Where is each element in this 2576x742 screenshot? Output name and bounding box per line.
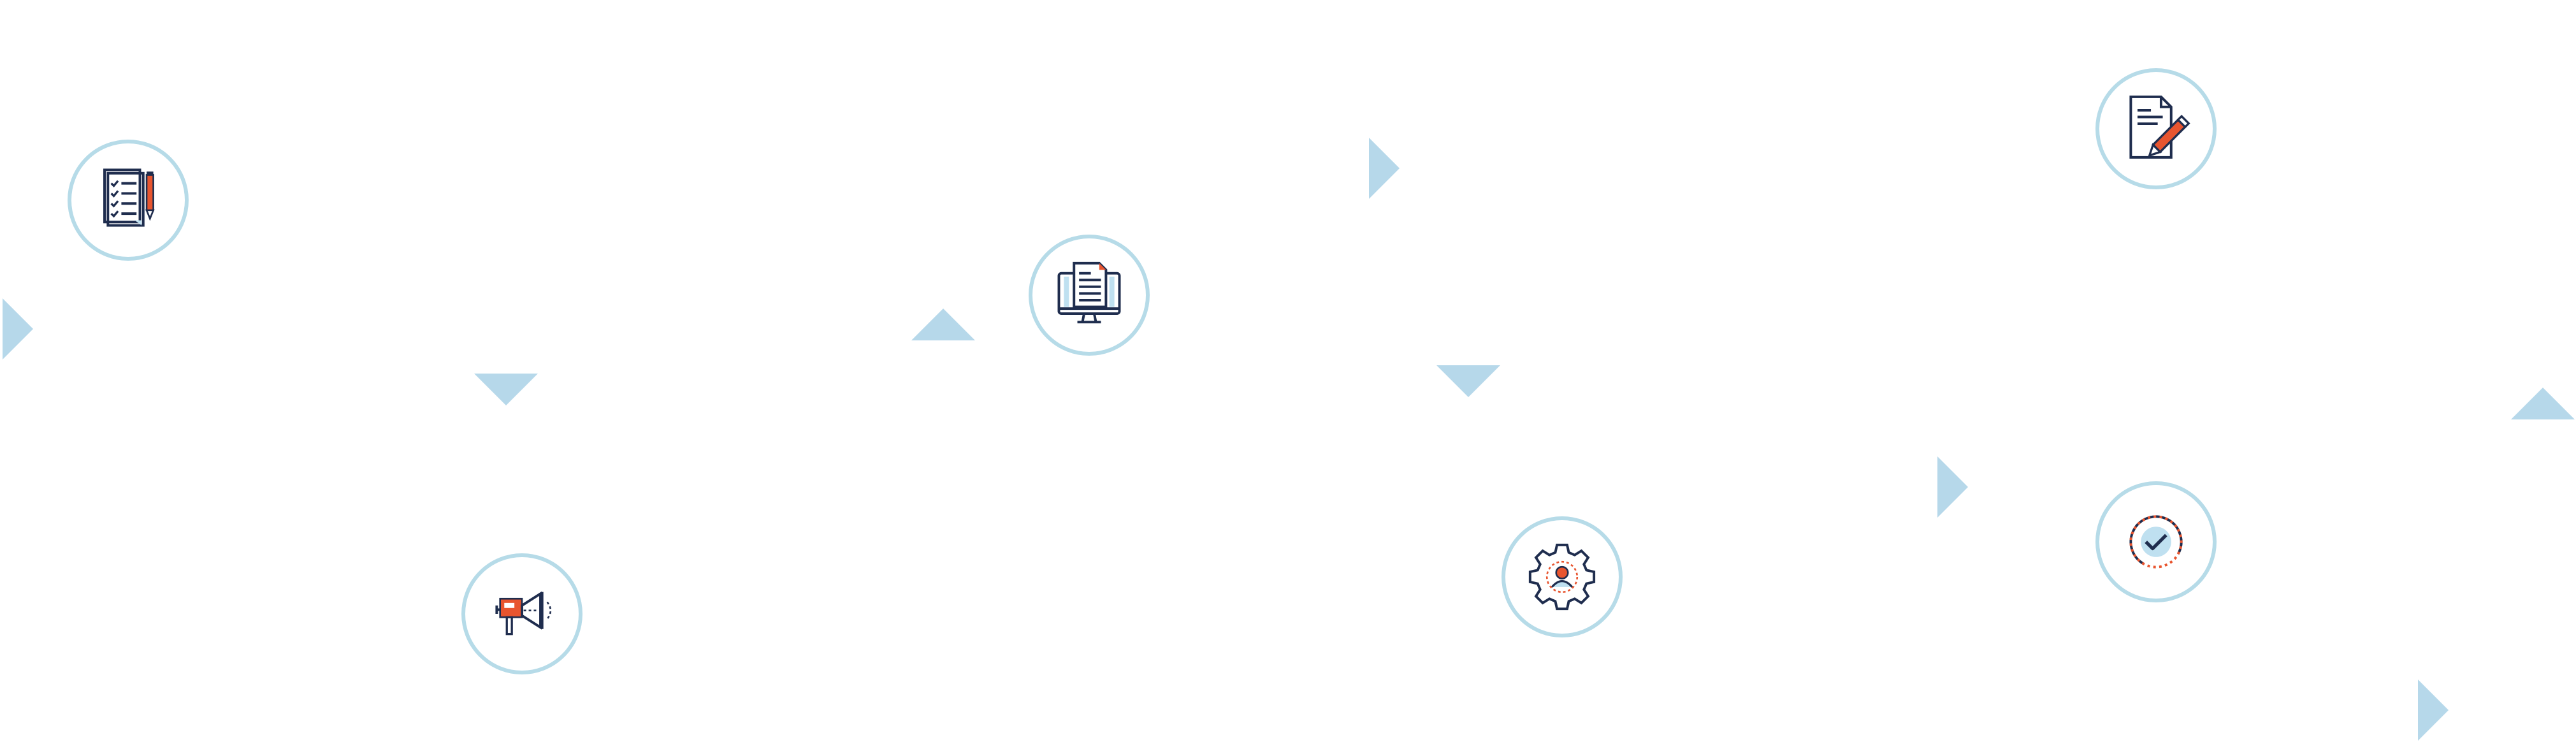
step-node-monitor-document [1029, 235, 1150, 356]
connector-arrow-right [1369, 138, 1400, 199]
step-node-document-edit [2095, 68, 2217, 189]
document-edit-pencil-icon [2129, 95, 2190, 159]
gear-with-user-icon [1528, 543, 1596, 611]
checkmark-circle-icon [2129, 515, 2183, 569]
step-node-megaphone [461, 553, 582, 674]
connector-arrow-right [2418, 680, 2449, 741]
step-node-gear-user [1501, 516, 1623, 637]
step-node-checkmark [2095, 481, 2217, 602]
step-node-checklist [68, 140, 189, 261]
connector-arrow-down [474, 374, 538, 405]
monitor-document-icon [1057, 261, 1121, 324]
connector-arrow-up [2511, 388, 2575, 419]
connector-arrow-up [911, 309, 975, 340]
connector-arrow-right [3, 298, 33, 360]
megaphone-icon [495, 591, 552, 636]
checklist-with-pencil-icon [103, 168, 155, 227]
connector-arrow-right [1937, 456, 1968, 518]
connector-arrow-down [1436, 365, 1500, 397]
